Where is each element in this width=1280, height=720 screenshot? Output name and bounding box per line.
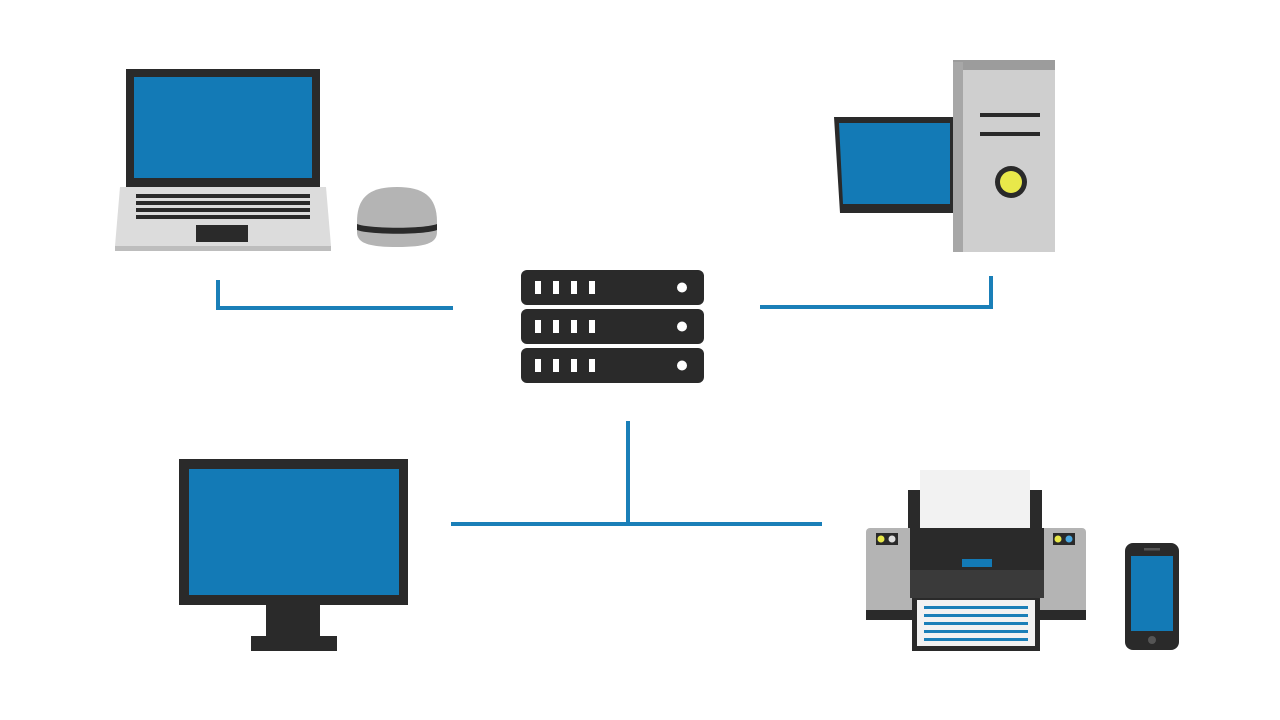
connection-lines <box>216 276 993 526</box>
smartphone-icon <box>1125 543 1179 650</box>
desktop-tower-icon <box>834 60 1055 252</box>
printer-icon <box>866 470 1086 651</box>
laptop-icon <box>115 69 331 251</box>
server-unit <box>521 348 704 383</box>
server-rack-icon <box>521 270 704 383</box>
monitor-icon <box>179 459 408 651</box>
link-desktop-server <box>760 276 993 309</box>
server-unit <box>521 270 704 305</box>
server-unit <box>521 309 704 344</box>
link-laptop-server <box>216 280 453 310</box>
mouse-icon <box>357 187 437 247</box>
